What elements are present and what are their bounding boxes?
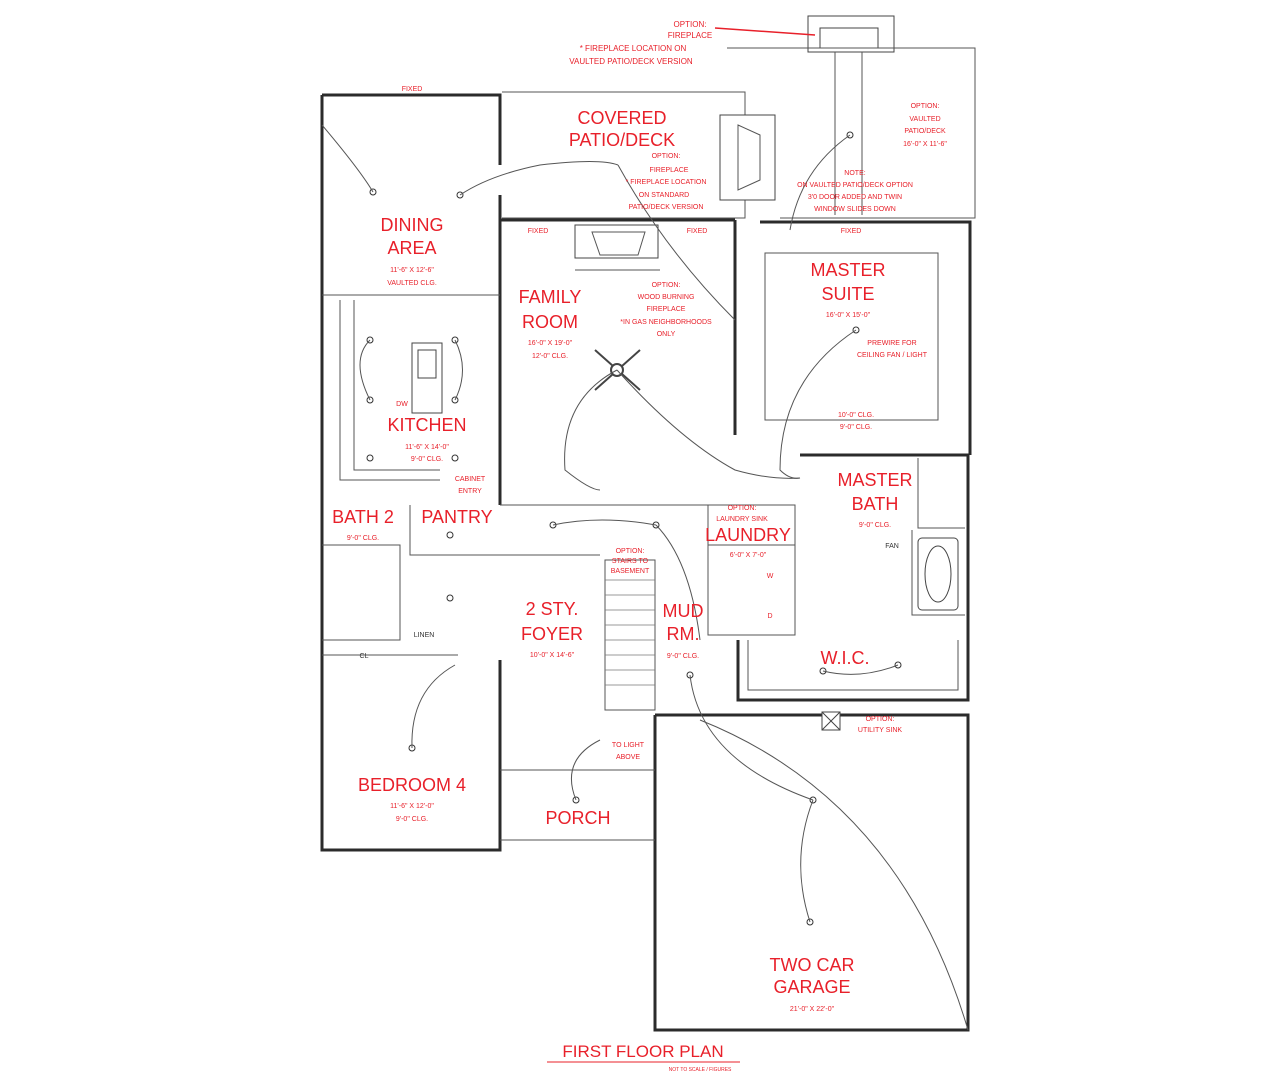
foyer-title2: FOYER	[521, 624, 583, 644]
opt-vaulted-line1: OPTION:	[911, 103, 940, 110]
master-suite-clg1: 10'-0" CLG.	[838, 412, 874, 419]
laundry-sink-line2: LAUNDRY SINK	[716, 516, 768, 523]
opt-vaulted-line2: VAULTED	[909, 116, 940, 123]
patio-option-line4: ON STANDARD	[639, 192, 689, 199]
light-fixtures	[366, 131, 902, 926]
stair-treads	[605, 579, 655, 686]
opt-wood-line2: WOOD BURNING	[638, 294, 695, 301]
laundry-sink-line1: OPTION:	[728, 505, 757, 512]
to-light-line1: TO LIGHT	[612, 742, 645, 749]
fireplace-pointer-line	[714, 27, 816, 36]
cabinet-entry-line2: ENTRY	[458, 488, 482, 495]
opt-vaulted-line3: PATIO/DECK	[904, 128, 946, 135]
cabinet-entry-line1: CABINET	[455, 476, 486, 483]
utility-sink-icon	[821, 711, 841, 731]
stairs-option-line2: STAIRS TO	[612, 558, 649, 565]
fan-label: FAN	[885, 543, 899, 550]
note-vaulted-line2: ON VAULTED PATIO/DECK OPTION	[797, 182, 913, 189]
master-bath-clg: 9'-0" CLG.	[859, 522, 891, 529]
patio-option-line5: PATIO/DECK VERSION	[629, 204, 704, 211]
bathtub-icon	[917, 537, 959, 611]
porch-title: PORCH	[545, 808, 610, 828]
to-light-line2: ABOVE	[616, 754, 640, 761]
prewire-line1: PREWIRE FOR	[867, 340, 916, 347]
opt-vaulted-line4: 16'-0" X 11'-6"	[903, 141, 947, 148]
opt-fireplace-line4: VAULTED PATIO/DECK VERSION	[569, 57, 693, 66]
covered-patio-title2: PATIO/DECK	[569, 130, 675, 150]
bath2-title: BATH 2	[332, 507, 394, 527]
plan-subtitle: NOT TO SCALE / FIGURES	[669, 1067, 732, 1073]
dining-title1: DINING	[381, 215, 444, 235]
garage-title2: GARAGE	[773, 977, 850, 997]
wic-title: W.I.C.	[821, 648, 870, 668]
kitchen-dims: 11'-6" X 14'-0"	[405, 444, 449, 451]
family-title2: ROOM	[522, 312, 578, 332]
garage-title1: TWO CAR	[770, 955, 855, 975]
foyer-title1: 2 STY.	[526, 599, 579, 619]
opt-fireplace-line1: OPTION:	[674, 20, 707, 29]
note-vaulted-line3: 3'0 DOOR ADDED AND TWIN	[808, 194, 902, 201]
fixed-label: FIXED	[402, 86, 423, 93]
dryer-label: D	[767, 613, 772, 620]
opt-fireplace-line3: * FIREPLACE LOCATION ON	[580, 44, 687, 53]
fixed-label: FIXED	[687, 228, 708, 235]
master-bath-title2: BATH	[852, 494, 899, 514]
prewire-line2: CEILING FAN / LIGHT	[857, 352, 928, 359]
family-fireplace-icon	[574, 224, 660, 271]
opt-wood-line4: *IN GAS NEIGHBORHOODS	[620, 319, 712, 326]
dining-dims: 11'-6" X 12'-6"	[390, 267, 434, 274]
washer-label: W	[767, 573, 774, 580]
master-suite-title2: SUITE	[821, 284, 874, 304]
opt-wood-line5: ONLY	[657, 331, 676, 338]
family-title1: FAMILY	[519, 287, 582, 307]
pantry-title: PANTRY	[421, 507, 492, 527]
family-clg: 12'-0" CLG.	[532, 353, 568, 360]
utility-sink-line1: OPTION:	[866, 716, 895, 723]
utility-sink-line2: UTILITY SINK	[858, 727, 903, 734]
label-fixed-group: FIXED FIXED FIXED FIXED	[402, 86, 862, 235]
fixed-label: FIXED	[528, 228, 549, 235]
stairs-option-line3: BASEMENT	[611, 568, 650, 575]
family-dims: 16'-0" X 19'-0"	[528, 340, 573, 347]
dw-label: DW	[396, 401, 408, 408]
opt-fireplace-line2: FIREPLACE	[668, 31, 712, 40]
kitchen-clg: 9'-0" CLG.	[411, 456, 443, 463]
closet-label: CL	[360, 653, 369, 660]
bedroom4-title: BEDROOM 4	[358, 775, 466, 795]
covered-patio-title1: COVERED	[577, 108, 666, 128]
master-bath-title1: MASTER	[837, 470, 912, 490]
patio-option-line3: * FIREPLACE LOCATION	[626, 179, 707, 186]
kitchen-title: KITCHEN	[387, 415, 466, 435]
stairs-option-line1: OPTION:	[616, 548, 645, 555]
master-suite-title1: MASTER	[810, 260, 885, 280]
mud-title1: MUD	[663, 601, 704, 621]
laundry-title: LAUNDRY	[705, 525, 791, 545]
fixed-label: FIXED	[841, 228, 862, 235]
dining-title2: AREA	[387, 238, 436, 258]
master-suite-dims: 16'-0" X 15'-0"	[826, 312, 871, 319]
fireplace-top-icon	[727, 15, 976, 219]
note-vaulted-line1: NOTE:	[844, 170, 865, 177]
patio-fireplace-icon	[719, 114, 776, 201]
mud-clg: 9'-0" CLG.	[667, 653, 699, 660]
laundry-dims: 6'-0" X 7'-0"	[730, 552, 767, 559]
bedroom4-dims: 11'-6" X 12'-0"	[390, 803, 434, 810]
opt-wood-line3: FIREPLACE	[647, 306, 686, 313]
wiring-arcs	[321, 124, 969, 1031]
patio-option-line1: OPTION:	[652, 153, 681, 160]
plan-title: FIRST FLOOR PLAN	[562, 1042, 723, 1061]
garage-dims: 21'-0" X 22'-0"	[790, 1006, 835, 1013]
note-vaulted-line4: WINDOW SLIDES DOWN	[814, 206, 896, 213]
master-suite-clg2: 9'-0" CLG.	[840, 424, 872, 431]
foyer-dims: 10'-0" X 14'-6"	[530, 652, 575, 659]
mud-title2: RM.	[667, 624, 700, 644]
bath2-clg: 9'-0" CLG.	[347, 535, 379, 542]
opt-wood-line1: OPTION:	[652, 282, 681, 289]
bedroom4-clg: 9'-0" CLG.	[396, 816, 428, 823]
dining-clg: VAULTED CLG.	[387, 280, 437, 287]
patio-option-line2: FIREPLACE	[650, 167, 689, 174]
linen-label: LINEN	[414, 632, 435, 639]
